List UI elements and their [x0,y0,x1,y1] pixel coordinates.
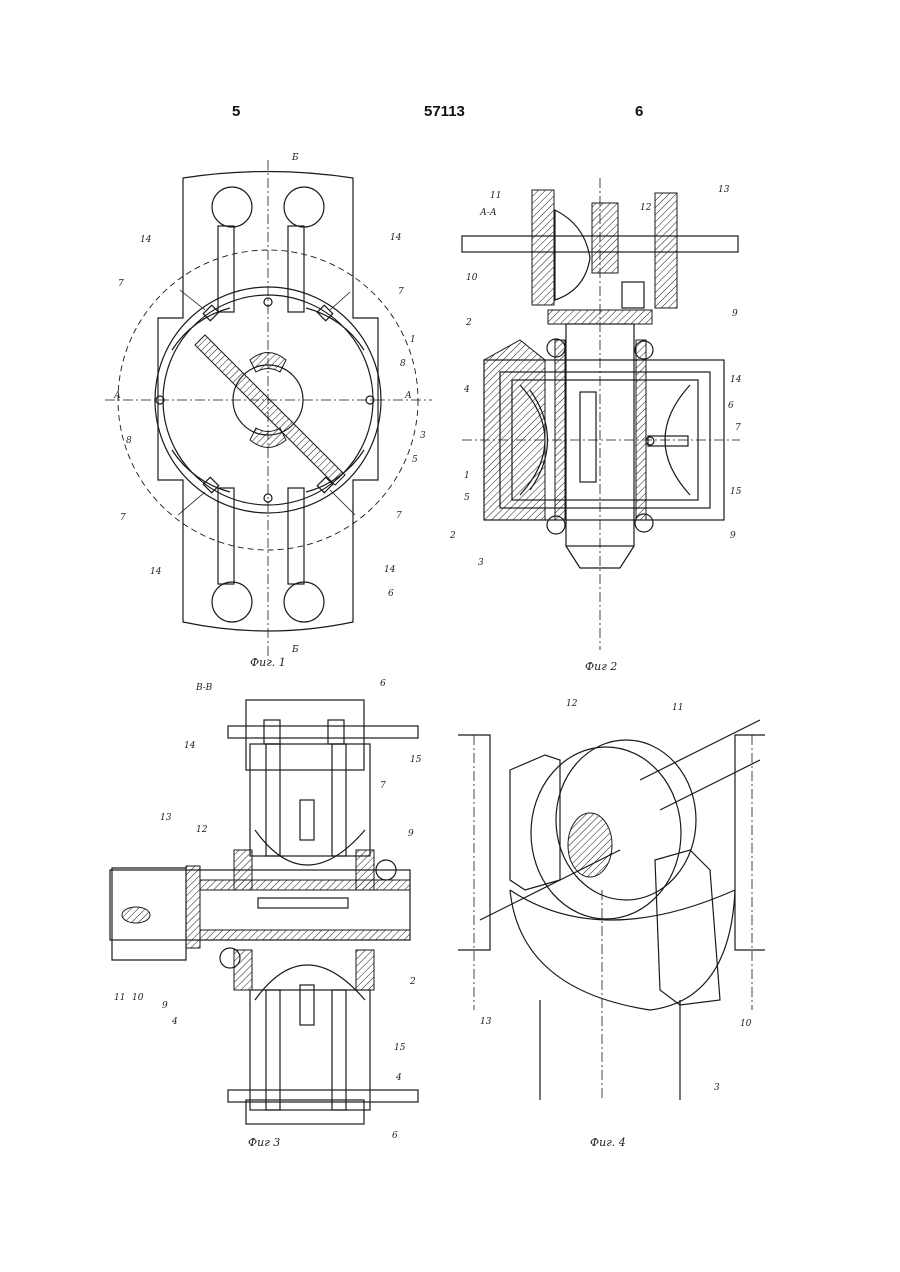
fig1-section-mark: А [404,391,412,401]
fig3-label: 4 [171,1017,178,1027]
fig1-label: 3 [420,431,426,441]
fig4-label: 11 [672,703,683,713]
figure-4 [458,720,765,1100]
fig3-section-title: В-В [195,683,213,693]
fig2-label: 12 [640,203,652,213]
fig1-label: 14 [384,565,396,575]
fig3-label: 7 [380,781,386,791]
fig2-label: 2 [465,318,472,328]
fig2-label: 5 [464,493,470,503]
fig3-label: 11 [114,993,125,1003]
fig4-label: 10 [740,1019,752,1029]
fig1-label: 7 [120,513,126,523]
fig3-caption: Фиг 3 [248,1136,280,1149]
fig1-label: 14 [150,567,162,577]
figure-2 [462,178,740,650]
fig4-caption: Фиг. 4 [590,1136,626,1149]
fig2-label: 11 [490,191,501,201]
fig3-label: 12 [196,825,208,835]
fig1-label: 8 [126,436,132,446]
fig3-label: 15 [394,1043,406,1053]
fig2-label: 3 [478,558,484,568]
fig4-label: 12 [566,699,578,709]
fig1-label: 1 [410,335,416,345]
fig2-label: 2 [449,531,456,541]
fig1-label: 7 [398,287,404,297]
fig1-section-mark: А [113,391,121,401]
fig1-label: 5 [412,455,418,465]
fig3-label: 14 [184,741,196,751]
fig3-label: 4 [395,1073,402,1083]
fig2-label: 1 [464,471,470,481]
fig1-label: 14 [140,235,152,245]
fig3-label: 6 [392,1131,398,1141]
fig3-label: 2 [409,977,416,987]
fig1-label: 6 [388,589,394,599]
fig1-label: 7 [396,511,402,521]
fig1-label: 14 [390,233,402,243]
fig2-label: 9 [732,309,738,319]
fig1-label: 7 [118,279,124,289]
figure-1 [105,160,432,660]
fig4-label: 3 [714,1083,720,1093]
figure-3-labels: В-В 6 14 15 7 13 12 9 11 10 9 4 2 15 4 6… [114,679,422,1149]
fig2-label: 7 [735,423,741,433]
fig2-section-title: А-А [479,208,497,218]
fig2-label: 10 [466,273,478,283]
fig3-label: 9 [162,1001,168,1011]
fig1-section-mark: Б [291,153,299,163]
fig2-label: 9 [730,531,736,541]
fig2-caption: Фиг 2 [585,660,617,673]
fig3-label: 13 [160,813,172,823]
fig3-label: 10 [132,993,144,1003]
figure-3 [110,700,418,1124]
fig1-caption: Фиг. 1 [250,656,286,669]
fig3-label: 15 [410,755,422,765]
fig2-label: 14 [730,375,742,385]
fig2-label: 13 [718,185,730,195]
fig2-label: 15 [730,487,742,497]
fig3-label: 9 [408,829,414,839]
fig1-section-mark: Б [291,645,299,655]
fig1-label: 8 [400,359,406,369]
fig4-label: 13 [480,1017,492,1027]
fig3-label: 6 [380,679,386,689]
fig2-label: 4 [463,385,470,395]
fig2-label: 6 [728,401,734,411]
figure-4-labels: 12 11 13 10 3 Фиг. 4 [480,699,752,1149]
